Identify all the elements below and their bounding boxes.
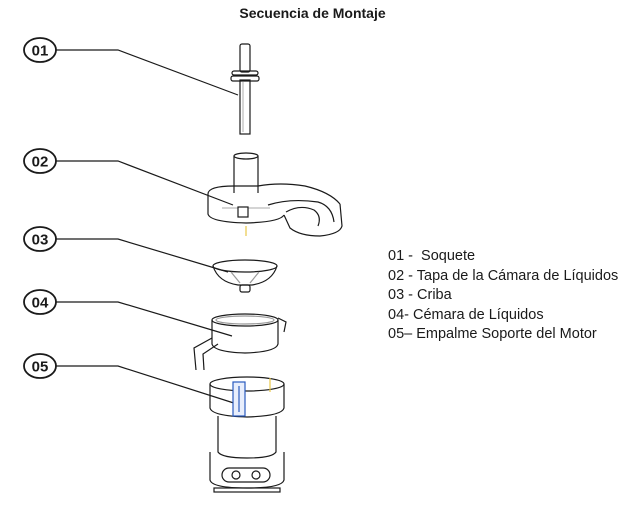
callout-03 [23, 226, 229, 273]
callout-05 [23, 353, 241, 406]
legend-item-04: 04- Cémara de Líquidos [388, 306, 544, 323]
callout-02 [23, 148, 234, 206]
callout-01 [23, 37, 239, 96]
parts-legend: 01 - Soquete 02 - Tapa de la Cámara de L… [388, 247, 618, 345]
callout-label-01: 01 [32, 43, 49, 60]
callout-label-05: 05 [32, 359, 49, 376]
part-01-soquete [230, 43, 260, 135]
part-02-tapa [207, 152, 343, 237]
legend-item-02: 02 - Tapa de la Cámara de Líquidos [388, 267, 619, 284]
callout-label-04: 04 [32, 295, 49, 312]
legend-item-01: 01 - Soquete [388, 248, 476, 264]
legend-item-03: 03 - Criba [388, 287, 452, 303]
part-04-camara [193, 313, 287, 371]
callout-04 [23, 289, 233, 337]
part-03-criba [212, 259, 278, 293]
callout-label-02: 02 [32, 154, 49, 171]
legend-item-05: 05– Empalme Soporte del Motor [388, 326, 597, 342]
part-05-empalme [209, 376, 285, 493]
diagram-title: Secuencia de Montaje [239, 5, 386, 21]
callout-label-03: 03 [32, 232, 49, 249]
